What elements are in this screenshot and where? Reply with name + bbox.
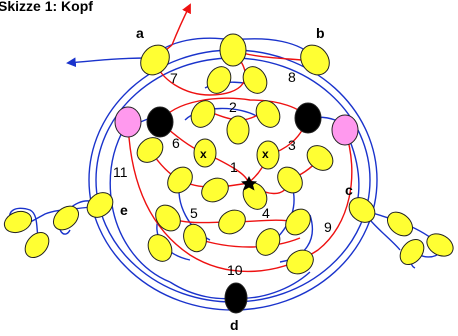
bead-yellow [386,211,414,237]
bead-pink [114,106,142,138]
bead-yellow [277,166,303,194]
bead-yellow [183,223,207,253]
region-label-1: 1 [230,159,238,175]
bead-yellow [24,231,50,259]
region-label-11: 11 [113,164,128,180]
point-label-a: a [136,25,144,41]
bead-yellow [242,66,268,94]
region-label-10: 10 [227,262,243,278]
bead-black [146,106,174,138]
star-icon [241,176,257,191]
point-label-e: e [120,202,128,218]
beads [3,33,454,314]
bead-yellow [52,205,80,231]
region-label-6: 6 [172,135,180,151]
bead-black [294,102,322,134]
bead-yellow [190,100,216,128]
bead-yellow [256,140,280,170]
point-label-b: b [316,25,325,41]
bead-yellow [226,115,250,145]
bead-yellow [140,44,170,76]
region-label-4: 4 [262,205,270,221]
bead-yellow [219,33,247,67]
sketch-title: Skizze 1: Kopf [0,0,93,14]
bead-yellow [306,145,334,171]
bead-yellow [285,208,311,236]
cross-marker: x [262,147,269,161]
bead-yellow [136,137,164,163]
bead-black [224,282,248,314]
region-label-9: 9 [324,219,332,235]
bead-yellow [218,209,246,235]
bead-yellow [255,100,281,128]
bead-yellow [399,238,425,266]
bead-yellow [286,249,314,275]
bead-yellow [3,210,33,234]
bead-yellow [300,44,330,76]
bead-yellow [155,204,181,232]
bead-yellow [255,228,281,256]
bead-yellow [201,177,229,203]
point-label-d: d [230,317,239,333]
bead-yellow [348,197,376,223]
cross-marker: x [200,147,207,161]
region-label-2: 2 [229,99,237,115]
bead-yellow [193,138,217,168]
region-label-8: 8 [288,69,296,85]
region-label-3: 3 [288,137,296,153]
point-label-c: c [345,182,353,198]
bead-yellow [206,66,232,94]
bead-yellow [167,166,193,194]
bead-yellow [86,192,114,218]
bead-pink [331,114,359,146]
bead-yellow [426,233,454,257]
region-label-7: 7 [170,70,178,86]
region-label-5: 5 [190,205,198,221]
bead-yellow [147,234,173,262]
